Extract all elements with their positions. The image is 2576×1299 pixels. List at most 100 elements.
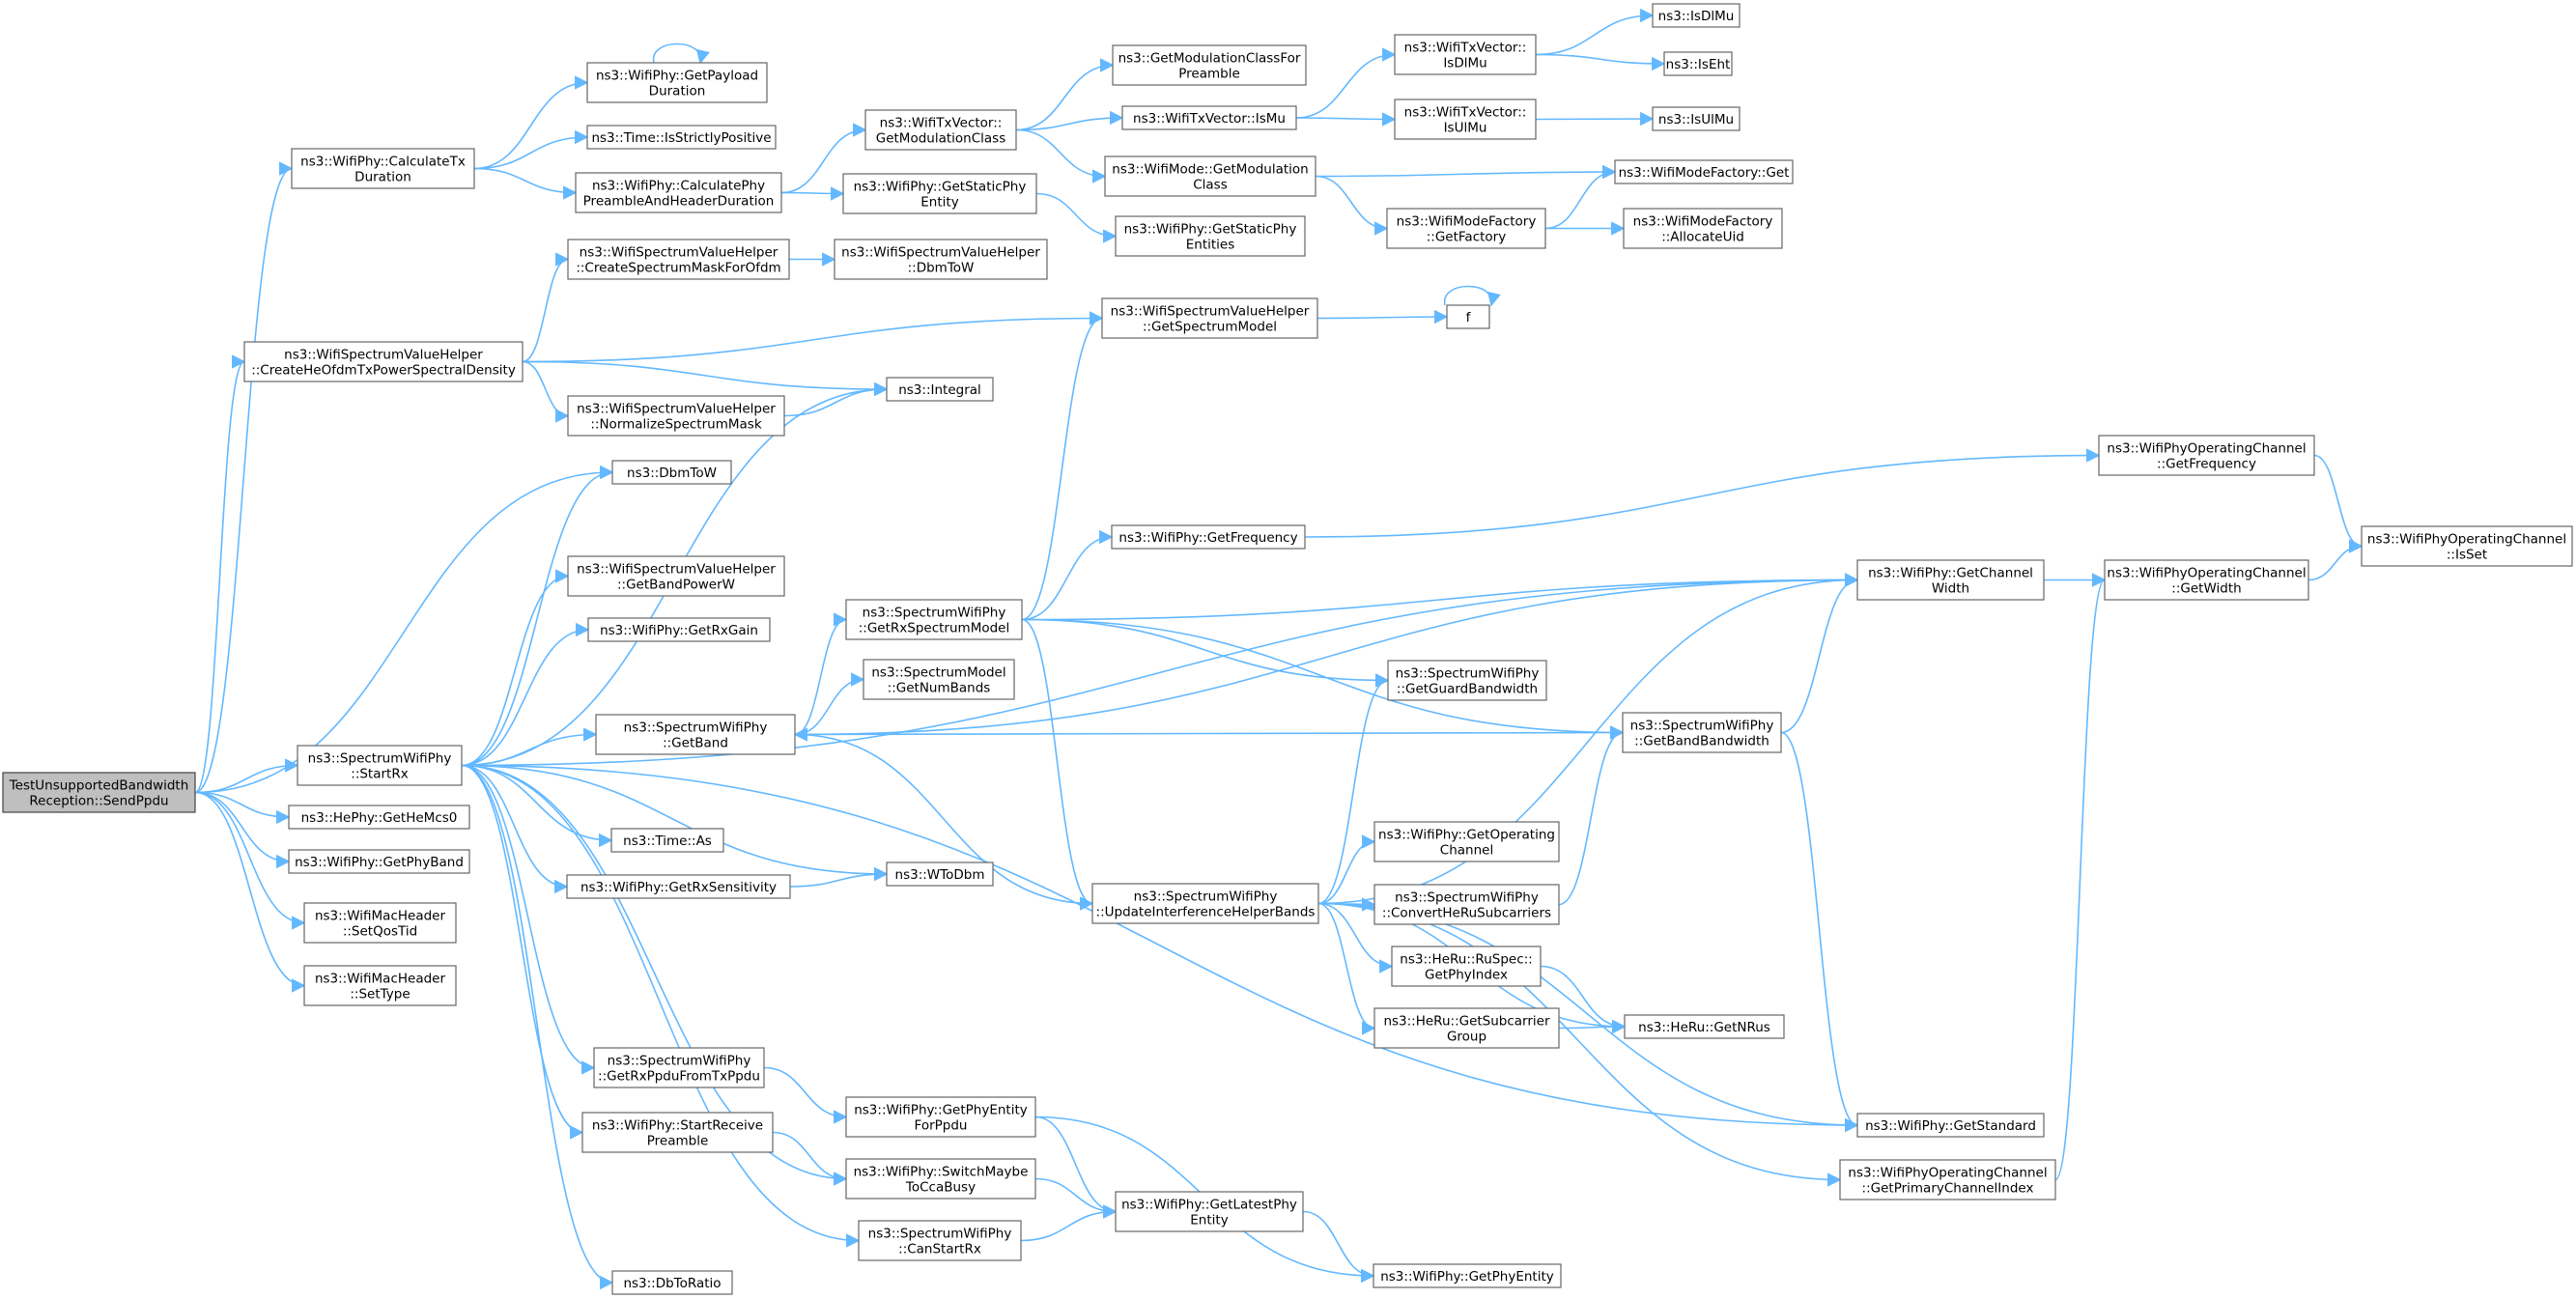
node-label: ns3::WifiPhy::CalculateTx — [300, 155, 466, 170]
edge-wmGetMod-to-wmfGetFactory — [1315, 175, 1389, 236]
edge-getLatest-to-getPhyEnt — [1302, 1210, 1375, 1284]
node-label: ns3::WifiSpectrumValueHelper — [1111, 304, 1310, 320]
graph-node-getStandard[interactable]: ns3::WifiPhy::GetStandard — [1856, 1113, 2045, 1138]
node-label: ::GetSpectrumModel — [1143, 320, 1277, 335]
edge-getBand-to-getBandBw — [794, 725, 1625, 740]
node-label: ::GetBandPowerW — [617, 578, 735, 593]
graph-node-isUlMu[interactable]: ns3::IsUlMu — [1652, 106, 1741, 131]
graph-node-integral[interactable]: ns3::Integral — [886, 377, 994, 402]
graph-node-getBand[interactable]: ns3::SpectrumWifiPhy::GetBand — [595, 714, 796, 755]
graph-node-getRxGain[interactable]: ns3::WifiPhy::GetRxGain — [587, 617, 771, 642]
graph-node-calcPreamble[interactable]: ns3::WifiPhy::CalculatePhyPreambleAndHea… — [575, 172, 782, 213]
node-box — [864, 109, 1017, 151]
graph-node-wToDbm[interactable]: ns3::WToDbm — [886, 861, 994, 887]
node-label: Duration — [354, 170, 411, 185]
node-box — [1622, 712, 1782, 753]
graph-node-isEht[interactable]: ns3::IsEht — [1663, 51, 1733, 76]
graph-node-root[interactable]: TestUnsupportedBandwidthReception::SendP… — [2, 772, 196, 813]
graph-node-txIsDlMu[interactable]: ns3::WifiTxVector::IsDlMu — [1394, 34, 1537, 75]
edge-f-to-f — [1444, 285, 1501, 307]
graph-node-isDlMu[interactable]: ns3::IsDlMu — [1652, 3, 1741, 28]
graph-node-wmfGet[interactable]: ns3::WifiModeFactory::Get — [1614, 159, 1794, 184]
graph-node-dbmToW[interactable]: ns3::DbmToW — [611, 460, 732, 485]
graph-node-dbToRatio[interactable]: ns3::DbToRatio — [611, 1270, 733, 1295]
graph-node-f[interactable]: f — [1446, 304, 1490, 329]
node-label: ns3::WifiPhy::GetStandard — [1865, 1118, 2036, 1134]
graph-node-chGetFreq[interactable]: ns3::WifiPhyOperatingChannel::GetFrequen… — [2098, 435, 2315, 476]
node-box — [845, 1096, 1036, 1138]
graph-node-getModClass[interactable]: ns3::WifiTxVector::GetModulationClass — [864, 109, 1017, 151]
graph-node-getRxSens[interactable]: ns3::WifiPhy::GetRxSensitivity — [566, 874, 791, 899]
node-label: ns3::WifiSpectrumValueHelper — [580, 245, 778, 261]
graph-node-setQosTid[interactable]: ns3::WifiMacHeader::SetQosTid — [303, 902, 457, 944]
node-label: ns3::WToDbm — [895, 867, 985, 883]
node-label: ns3::Time::As — [623, 833, 712, 849]
graph-node-normalize[interactable]: ns3::WifiSpectrumValueHelper::NormalizeS… — [567, 395, 785, 437]
graph-node-timeAs[interactable]: ns3::Time::As — [610, 828, 724, 853]
graph-node-ruGetPhyIdx[interactable]: ns3::HeRu::RuSpec::GetPhyIndex — [1391, 946, 1542, 987]
graph-node-getGuardBw[interactable]: ns3::SpectrumWifiPhy::GetGuardBandwidth — [1387, 660, 1547, 701]
graph-node-getPrimIdx[interactable]: ns3::WifiPhyOperatingChannel::GetPrimary… — [1839, 1159, 2056, 1200]
graph-node-canStartRx[interactable]: ns3::SpectrumWifiPhy::CanStartRx — [858, 1220, 1022, 1261]
node-box — [303, 902, 457, 944]
edge-startRx-to-canStartRx — [461, 764, 861, 1248]
graph-node-getNRus[interactable]: ns3::HeRu::GetNRus — [1624, 1014, 1785, 1039]
graph-node-chGetWidth[interactable]: ns3::WifiPhyOperatingChannel::GetWidth — [2104, 559, 2309, 601]
graph-node-getPhyBand[interactable]: ns3::WifiPhy::GetPhyBand — [288, 849, 470, 874]
graph-node-chIsSet[interactable]: ns3::WifiPhyOperatingChannel::IsSet — [2361, 525, 2573, 567]
graph-node-getRxPpdu[interactable]: ns3::SpectrumWifiPhy::GetRxPpduFromTxPpd… — [593, 1047, 765, 1088]
graph-node-getPhyEnt[interactable]: ns3::WifiPhy::GetPhyEntity — [1373, 1263, 1562, 1288]
edge-getPayload-to-getPayload — [653, 42, 710, 65]
graph-node-phyGetFreq[interactable]: ns3::WifiPhy::GetFrequency — [1111, 524, 1306, 550]
graph-node-startRx[interactable]: ns3::SpectrumWifiPhy::StartRx — [297, 745, 463, 786]
edge-wmfGetFactory-to-wmfGet — [1544, 164, 1617, 230]
node-label: ::SetQosTid — [343, 924, 417, 940]
node-box — [288, 849, 470, 874]
graph-node-updInterf[interactable]: ns3::SpectrumWifiPhy::UpdateInterference… — [1091, 883, 1319, 924]
graph-node-wmfAlloc[interactable]: ns3::WifiModeFactory::AllocateUid — [1623, 208, 1783, 249]
graph-node-wmfGetFactory[interactable]: ns3::WifiModeFactory::GetFactory — [1386, 208, 1546, 249]
node-label: ns3::WifiPhy::GetPhyEntity — [854, 1103, 1028, 1118]
node-box — [610, 828, 724, 853]
graph-node-strictlyPos[interactable]: ns3::Time::IsStrictlyPositive — [586, 125, 777, 150]
edge-updInterf-to-getOpCh — [1317, 834, 1376, 905]
graph-node-getNumBands[interactable]: ns3::SpectrumModel::GetNumBands — [863, 659, 1015, 700]
node-label: ::StartRx — [351, 767, 408, 782]
graph-node-createHe[interactable]: ns3::WifiSpectrumValueHelper::CreateHeOf… — [243, 341, 524, 382]
graph-node-setType[interactable]: ns3::WifiMacHeader::SetType — [303, 965, 457, 1006]
graph-node-wmGetMod[interactable]: ns3::WifiMode::GetModulationClass — [1104, 155, 1316, 197]
graph-node-txIsUlMu[interactable]: ns3::WifiTxVector::IsUlMu — [1394, 99, 1537, 140]
node-label: ::AllocateUid — [1661, 230, 1744, 245]
node-box — [1856, 559, 2045, 601]
graph-node-convHeRu[interactable]: ns3::SpectrumWifiPhy::ConvertHeRuSubcarr… — [1373, 884, 1560, 925]
node-box — [886, 377, 994, 402]
edge-ruGetPhyIdx-to-getNRus — [1540, 965, 1627, 1034]
node-box — [1386, 208, 1546, 249]
graph-node-svhDbmToW[interactable]: ns3::WifiSpectrumValueHelper::DbmToW — [834, 239, 1048, 280]
graph-node-getBandPower[interactable]: ns3::WifiSpectrumValueHelper::GetBandPow… — [567, 555, 785, 597]
graph-node-createMask[interactable]: ns3::WifiSpectrumValueHelper::CreateSpec… — [567, 239, 790, 280]
graph-node-txIsMu[interactable]: ns3::WifiTxVector::IsMu — [1121, 105, 1297, 130]
edge-calcPreamble-to-getStaticEnt — [780, 186, 845, 201]
graph-node-getRxSpec[interactable]: ns3::SpectrumWifiPhy::GetRxSpectrumModel — [845, 599, 1023, 640]
node-label: ::GetWidth — [2171, 581, 2241, 597]
node-label: ToCcaBusy — [905, 1180, 976, 1196]
edge-switchCca-to-getLatest — [1034, 1177, 1118, 1219]
graph-node-getBandBw[interactable]: ns3::SpectrumWifiPhy::GetBandBandwidth — [1622, 712, 1782, 753]
graph-node-getHeMcs0[interactable]: ns3::HePhy::GetHeMcs0 — [288, 805, 470, 830]
graph-node-svhGetModel[interactable]: ns3::WifiSpectrumValueHelper::GetSpectru… — [1101, 297, 1318, 339]
edge-getBand-to-getRxSpec — [794, 612, 848, 736]
